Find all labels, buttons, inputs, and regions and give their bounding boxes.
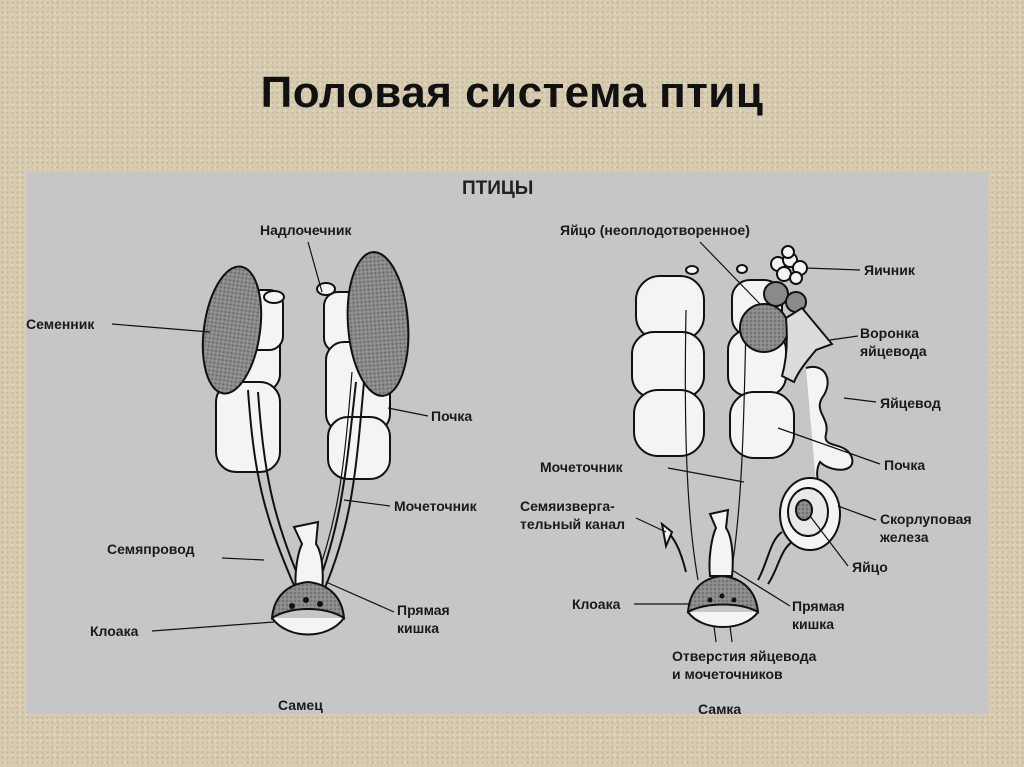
female-left-kidney bbox=[631, 275, 705, 457]
female-diagram bbox=[631, 245, 854, 643]
label-rectum-male-2: кишка bbox=[397, 620, 439, 636]
male-right-testis bbox=[346, 251, 410, 397]
diagram-panel: ПТИЦЫ Н bbox=[26, 172, 988, 714]
unfertilized-egg bbox=[739, 303, 789, 353]
label-openings-1: Отверстия яйцевода bbox=[672, 648, 817, 664]
ovary bbox=[763, 245, 808, 313]
male-left-testis bbox=[201, 265, 263, 395]
label-ejaculatory-1: Семяизверга- bbox=[520, 498, 615, 514]
female-left-ureter bbox=[684, 309, 699, 581]
label-kidney-female: Почка bbox=[884, 457, 925, 473]
label-vas-deferens: Семяпровод bbox=[107, 541, 195, 557]
oviduct bbox=[805, 365, 854, 507]
male-left-vas-deferens bbox=[247, 389, 297, 591]
diagram-heading: ПТИЦЫ bbox=[462, 178, 533, 199]
label-cloaca-female: Клоака bbox=[572, 596, 621, 612]
male-right-vas-deferens bbox=[315, 381, 357, 591]
label-funnel-1: Воронка bbox=[860, 325, 919, 341]
label-adrenal-male: Надлочечник bbox=[260, 222, 352, 238]
label-ejaculatory-2: тельный канал bbox=[520, 516, 625, 532]
label-egg: Яйцо bbox=[852, 559, 888, 575]
oviduct-funnel bbox=[780, 306, 834, 384]
label-rectum-female-2: кишка bbox=[792, 616, 834, 632]
female-rectum bbox=[708, 508, 734, 577]
label-shell-gland-1: Скорлуповая bbox=[880, 511, 972, 527]
female-labels: Яйцо (неоплодотворенное) Яичник Воронка … bbox=[520, 222, 972, 714]
label-cloaca-male: Клоака bbox=[90, 623, 139, 639]
male-diagram bbox=[201, 251, 410, 636]
label-ureter-male: Мочеточник bbox=[394, 498, 478, 514]
caption-female: Самка bbox=[698, 701, 741, 714]
reproductive-system-diagram: ПТИЦЫ Н bbox=[26, 178, 972, 714]
label-openings-2: и мочеточников bbox=[672, 666, 783, 682]
slide-title: Половая система птиц bbox=[260, 68, 764, 117]
label-rectum-female-1: Прямая bbox=[792, 598, 845, 614]
label-kidney-male: Почка bbox=[431, 408, 472, 424]
label-ovary: Яичник bbox=[864, 262, 916, 278]
label-shell-gland-2: железа bbox=[879, 529, 929, 545]
label-egg-unfertilized: Яйцо (неоплодотворенное) bbox=[560, 222, 750, 238]
label-oviduct: Яйцевод bbox=[880, 395, 941, 411]
caption-male: Самец bbox=[278, 697, 323, 713]
label-funnel-2: яйцевода bbox=[860, 343, 927, 359]
egg-in-gland bbox=[795, 499, 813, 521]
male-labels: Надлочечник Семенник Почка Мочеточник Се… bbox=[26, 222, 478, 713]
label-rectum-male-1: Прямая bbox=[397, 602, 450, 618]
male-left-adrenal bbox=[263, 290, 285, 304]
label-ureter-female: Мочеточник bbox=[540, 459, 624, 475]
female-right-ureter bbox=[729, 321, 747, 581]
label-testis: Семенник bbox=[26, 316, 95, 332]
